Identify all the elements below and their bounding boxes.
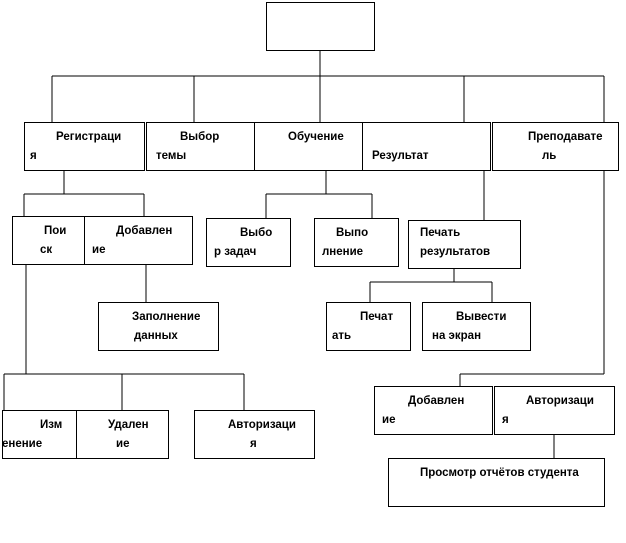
node-label-line: я xyxy=(250,438,257,450)
node-label-line: Пои xyxy=(44,225,66,237)
node-box xyxy=(422,302,531,351)
node-label-line: Обучение xyxy=(288,131,344,143)
node-deletion: Удален ие xyxy=(76,410,169,459)
node-task-choice: Выбо р задач xyxy=(206,218,291,267)
node-label-line: ск xyxy=(40,244,52,256)
node-search: Пои ск xyxy=(12,216,85,265)
node-label-line: Регистраци xyxy=(56,131,121,143)
node-box xyxy=(362,122,491,171)
node-label-line: я xyxy=(30,150,37,162)
node-box xyxy=(24,122,145,171)
node-label-line: темы xyxy=(156,150,186,162)
node-label-line: Удален xyxy=(108,419,149,431)
node-label-line: на экран xyxy=(432,330,481,342)
node-auth-left: Авторизаци я xyxy=(194,410,315,459)
node-box xyxy=(494,386,615,435)
node-box xyxy=(98,302,219,351)
node-box xyxy=(76,410,169,459)
node-label-line: Вывести xyxy=(456,311,506,323)
node-label-line: Печать xyxy=(420,227,460,239)
node-change: Изм енение xyxy=(2,410,77,459)
node-label-line: Выбор xyxy=(180,131,219,143)
node-label-line: лнение xyxy=(322,246,363,258)
node-label-line: Просмотр отчётов студента xyxy=(420,467,579,479)
node-execution: Выпо лнение xyxy=(314,218,399,267)
node-teacher-auth: Авторизаци я xyxy=(494,386,615,435)
node-print-results: Печать результатов xyxy=(408,220,521,269)
node-registration: Регистраци я xyxy=(24,122,145,171)
node-box xyxy=(194,410,315,459)
node-label-line: Авторизаци xyxy=(228,419,296,431)
node-teacher-adding: Добавлен ие xyxy=(374,386,493,435)
node-label-line: р задач xyxy=(214,246,256,258)
node-box xyxy=(254,122,363,171)
node-label-line: данных xyxy=(134,330,178,342)
node-label-line: Заполнение xyxy=(132,311,200,323)
node-label-line: Изм xyxy=(40,419,62,431)
node-label-line: Выпо xyxy=(336,227,368,239)
node-label-line: енение xyxy=(2,438,42,450)
node-box xyxy=(408,220,521,269)
node-label-line: Выбо xyxy=(240,227,272,239)
node-label-line: результатов xyxy=(420,246,490,258)
node-label-line: Преподавате xyxy=(528,131,603,143)
node-label-line: Печат xyxy=(360,311,393,323)
node-label-line: Авторизаци xyxy=(526,395,594,407)
node-root xyxy=(266,2,375,51)
node-box xyxy=(388,458,605,507)
node-result: Результат xyxy=(362,122,491,171)
node-label-line: ль xyxy=(542,150,556,162)
node-label-line: ать xyxy=(332,330,351,342)
diagram-connectors xyxy=(3,50,605,458)
node-label-line: ие xyxy=(92,244,105,256)
node-teacher: Преподавате ль xyxy=(492,122,619,171)
node-fill-data: Заполнение данных xyxy=(98,302,219,351)
node-training: Обучение xyxy=(254,122,363,171)
node-label-line: Добавлен xyxy=(408,395,464,407)
node-view-reports: Просмотр отчётов студента xyxy=(388,458,605,507)
node-screen-output: Вывести на экран xyxy=(422,302,531,351)
node-box xyxy=(266,2,375,51)
node-label-line: Результат xyxy=(372,150,429,162)
node-box xyxy=(326,302,411,351)
node-box xyxy=(12,216,85,265)
node-label-line: я xyxy=(502,414,509,426)
node-label-line: ие xyxy=(382,414,395,426)
node-adding: Добавлен ие xyxy=(84,216,193,265)
node-label-line: ие xyxy=(116,438,129,450)
node-print: Печат ать xyxy=(326,302,411,351)
node-box xyxy=(492,122,619,171)
node-topic-choice: Выбор темы xyxy=(146,122,255,171)
node-box xyxy=(206,218,291,267)
node-box xyxy=(146,122,255,171)
node-box xyxy=(314,218,399,267)
node-label-line: Добавлен xyxy=(116,225,172,237)
node-box xyxy=(2,410,77,459)
node-box xyxy=(374,386,493,435)
node-box xyxy=(84,216,193,265)
